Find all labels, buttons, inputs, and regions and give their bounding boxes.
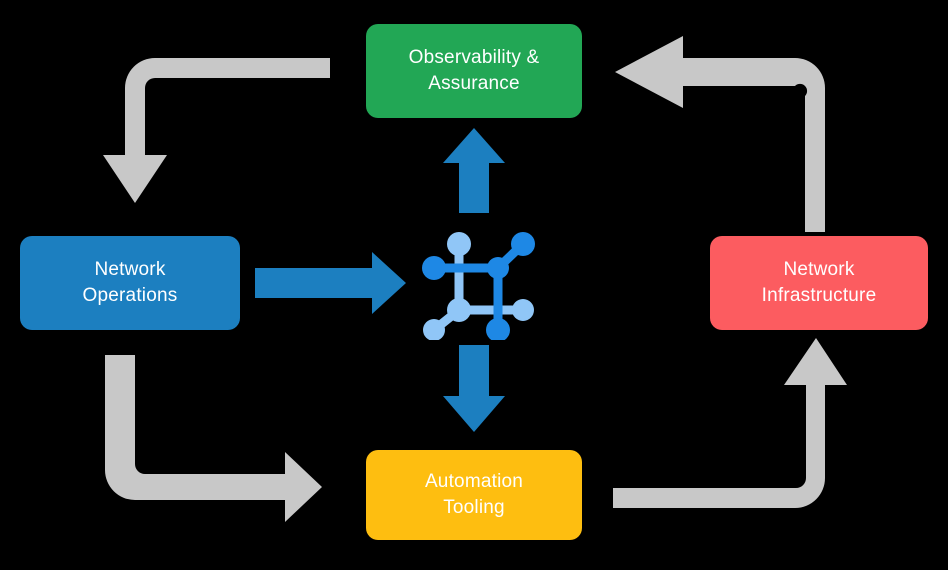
box-network-infrastructure[interactable]: Network Infrastructure [710,236,928,330]
arrow-operations-to-center [255,252,406,314]
arrow-observability-to-operations [103,58,330,203]
arrow-infrastructure-to-observability [615,36,825,232]
arrow-operations-to-automation [105,355,322,522]
box-observability-assurance[interactable]: Observability & Assurance [366,24,582,118]
network-topology-icon [422,232,535,340]
box-network-operations[interactable]: Network Operations [20,236,240,330]
arrow-center-to-automation [443,345,505,432]
box-automation-tooling[interactable]: Automation Tooling [366,450,582,540]
arrow-center-to-observability [443,128,505,213]
arrow-automation-to-infrastructure [613,338,847,508]
